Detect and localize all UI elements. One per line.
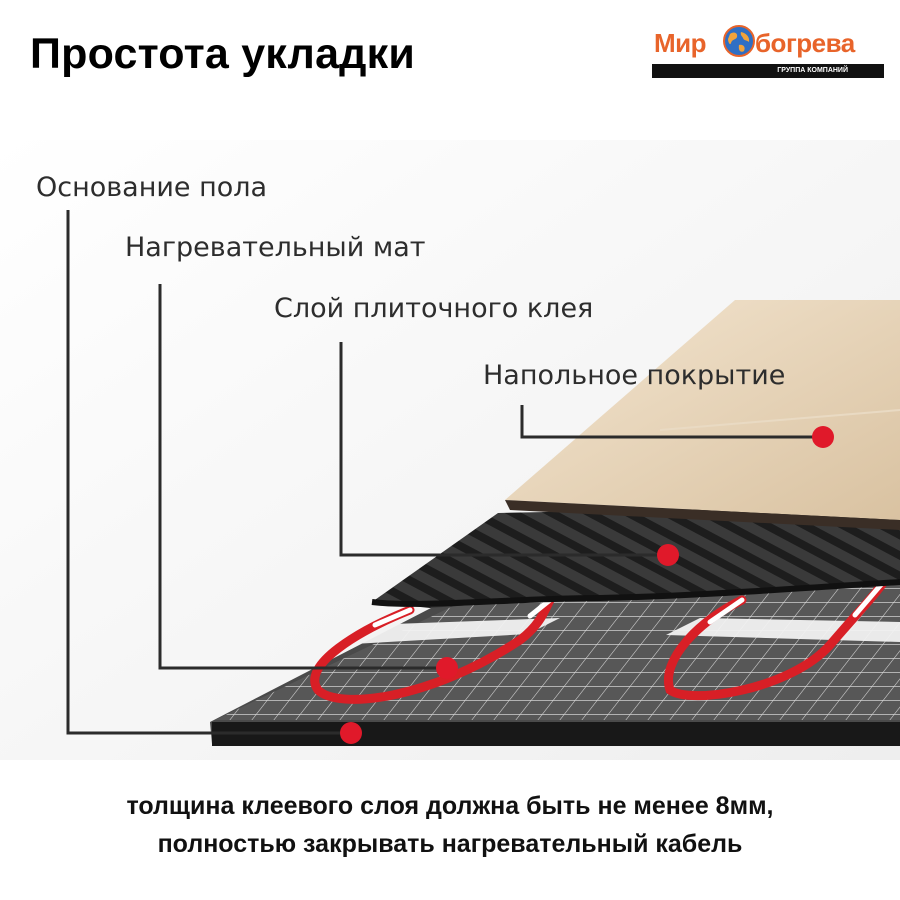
page-title: Простота укладки — [30, 30, 416, 78]
marker-mat — [436, 657, 458, 679]
layer-markers — [340, 426, 834, 744]
caption-line-2: полностью закрывать нагревательный кабел… — [157, 830, 743, 858]
label-floor-covering: Напольное покрытие — [483, 360, 786, 391]
label-floor-base: Основание пола — [36, 172, 268, 203]
logo-tagline: ГРУППА КОМПАНИЙ — [777, 67, 848, 74]
logo-word-right: богрева — [755, 28, 855, 58]
globe-icon — [723, 25, 755, 57]
label-heating-mat: Нагревательный мат — [125, 232, 426, 263]
label-tile-adhesive: Слой плиточного клея — [274, 293, 594, 324]
heating-cable — [310, 575, 890, 704]
floor-covering-tile — [505, 300, 900, 530]
caption-line-1: толщина клеевого слоя должна быть не мен… — [126, 792, 774, 820]
marker-glue — [657, 544, 679, 566]
marker-base — [340, 722, 362, 744]
marker-cover — [812, 426, 834, 448]
logo-word-left: Мир — [654, 28, 707, 58]
logo-tagline-bar: ГРУППА КОМПАНИЙ — [652, 64, 884, 78]
brand-logo: Мир богрева ГРУППА КОМПАНИЙ — [652, 22, 884, 80]
leader-lines — [66, 210, 822, 735]
floor-heating-layers-diagram — [0, 140, 900, 760]
